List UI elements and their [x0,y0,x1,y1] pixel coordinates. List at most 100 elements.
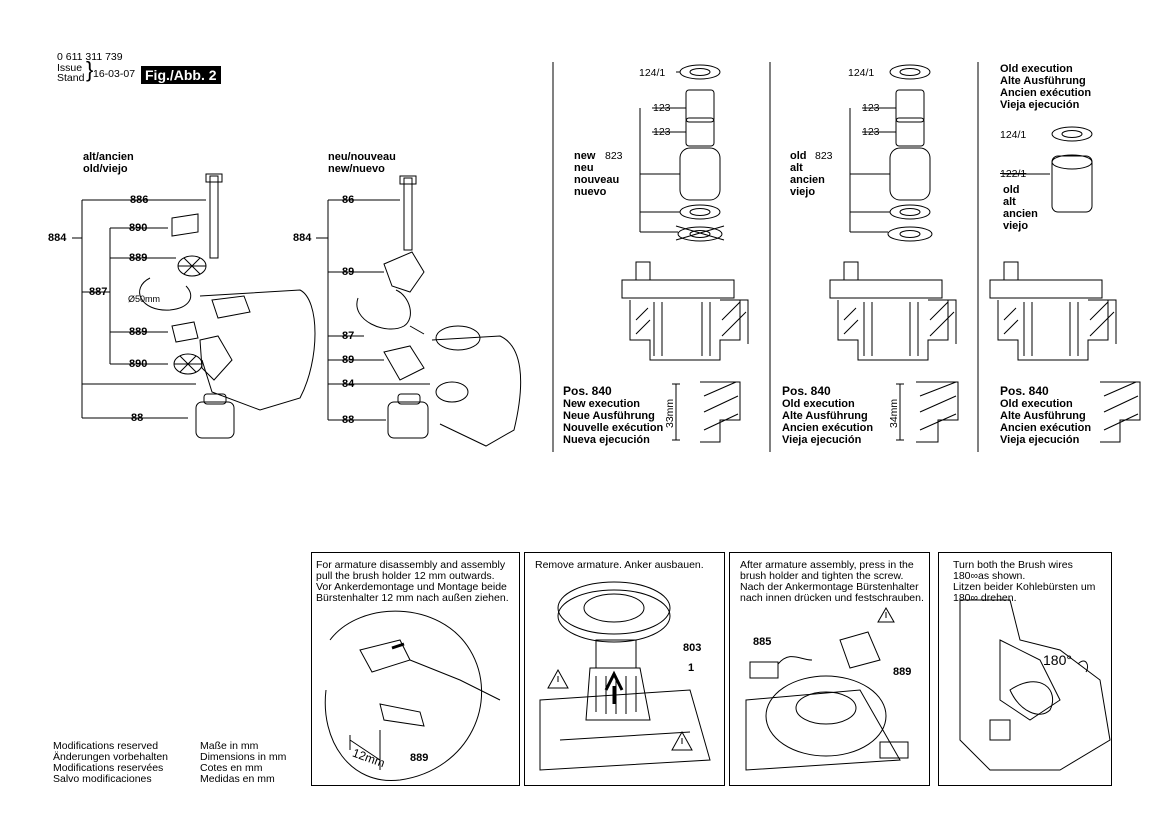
step1-line-2: Vor Ankerdemontage und Montage beide [316,581,507,593]
mod-line-2: Modifications reservées [53,762,164,774]
old-label-884: 884 [48,232,67,244]
c2-label-123a: 123 [862,102,880,114]
c3-pos: Pos. 840 [1000,384,1049,398]
c1-line-1: Neue Ausführung [563,410,655,422]
dim-line-3: Medidas en mm [200,773,275,785]
c3-state-0: old [1003,184,1020,196]
step3-line-0: After armature assembly, press in the [740,559,914,571]
stand-label: Stand [57,72,85,84]
step4-line-3: 180∞ drehen. [953,592,1017,604]
new-label-88: 88 [342,414,355,426]
old-label-diameter: Ø50mm [128,294,161,304]
step4-line-1: 180∞as shown. [953,570,1026,582]
c1-line-0: New execution [563,398,641,410]
c2-state-2: ancien [790,174,825,186]
c2-line-3: Vieja ejecución [782,434,862,446]
old-title-1: alt/ancien [83,151,134,163]
step4-label-180: 180° [1043,652,1072,668]
step-panel-1: For armature disassembly and assembly pu… [311,552,520,786]
c3-line-2: Ancien exécution [1000,422,1092,434]
c2-state-3: viejo [790,186,816,198]
c2-label-123b: 123 [862,126,880,138]
new-title-1: neu/nouveau [328,151,396,163]
c3-line-0: Old execution [1000,398,1073,410]
c2-state-1: alt [790,162,803,174]
c1-state-3: nuevo [574,186,607,198]
c1-label-123a: 123 [653,102,671,114]
old-label-890b: 890 [129,358,148,370]
c1-line-2: Nouvelle exécution [563,422,664,434]
c2-line-1: Alte Ausführung [782,410,868,422]
step1-line-1: pull the brush holder 12 mm outwards. [316,570,495,582]
old-title-2: old/viejo [83,163,128,175]
c3-head-2: Ancien exécution [1000,87,1092,99]
c3-line-3: Vieja ejecución [1000,434,1080,446]
step4-line-2: Litzen beider Kohlebürsten um [953,581,1096,593]
c1-label-123b: 123 [653,126,671,138]
old-label-890: 890 [129,222,148,234]
c3-head-0: Old execution [1000,63,1073,75]
c2-dimension: 34mm [888,398,900,428]
c1-line-3: Nueva ejecución [563,434,650,446]
dim-line-2: Cotes en mm [200,762,263,774]
old-label-889b: 889 [129,326,148,338]
c1-dimension: 33mm [664,398,676,428]
old-label-887: 887 [89,286,108,298]
c2-label-124-1: 124/1 [848,67,875,79]
step3-label-889: 889 [893,666,912,678]
new-label-884: 884 [293,232,312,244]
step1-line-3: Bürstenhalter 12 mm nach außen ziehen. [316,592,509,604]
c2-label-823: 823 [815,150,833,162]
dim-line-0: Maße in mm [200,740,259,752]
old-label-88: 88 [131,412,144,424]
c3-head-1: Alte Ausführung [1000,75,1086,87]
part-number: 0 611 311 739 [57,51,123,63]
step-panel-2: Remove armature. Anker ausbauen. [524,552,725,786]
brace-glyph: } [86,57,94,82]
new-label-89: 89 [342,266,355,278]
figure-title: Fig./Abb. 2 [141,66,221,84]
step3-line-1: brush holder and tighten the screw. [740,570,904,582]
c1-pos: Pos. 840 [563,384,612,398]
old-label-886: 886 [130,194,149,206]
c3-head-3: Vieja ejecución [1000,99,1080,111]
step2-label-803: 803 [683,642,702,654]
c1-state-2: nouveau [574,174,620,186]
new-label-89b: 89 [342,354,355,366]
step-panel-3: After armature assembly, press in the br… [729,552,930,786]
step4-line-0: Turn both the Brush wires [953,559,1073,571]
step3-line-3: nach innen drücken und festschrauben. [740,592,924,604]
c2-state-0: old [790,150,807,162]
c3-state-3: viejo [1003,220,1029,232]
c3-line-1: Alte Ausführung [1000,410,1086,422]
mod-line-0: Modifications reserved [53,740,159,752]
step1-line-0: For armature disassembly and assembly [316,559,506,571]
c2-line-2: Ancien exécution [782,422,874,434]
new-label-86: 86 [342,194,355,206]
step3-line-2: Nach der Ankermontage Bürstenhalter [740,581,919,593]
old-label-889: 889 [129,252,148,264]
c2-line-0: Old execution [782,398,855,410]
c1-label-823: 823 [605,150,623,162]
c3-label-124-1: 124/1 [1000,129,1027,141]
step2-label-1: 1 [688,662,695,674]
issue-label: Issue [57,62,83,74]
new-label-87: 87 [342,330,355,342]
new-label-84: 84 [342,378,355,390]
mod-line-1: Änderungen vorbehalten [53,751,169,763]
c3-state-2: ancien [1003,208,1038,220]
new-title-2: new/nuevo [328,163,385,175]
mod-line-3: Salvo modificaciones [53,773,152,785]
issue-date: 16-03-07 [93,68,136,80]
step2-line-0: Remove armature. Anker ausbauen. [535,559,704,571]
step3-label-885: 885 [753,636,772,648]
c1-state-1: neu [574,162,594,174]
c1-label-124-1: 124/1 [639,67,666,79]
footer-dimensions: Maße in mm Dimensions in mm Cotes en mm … [200,741,286,785]
step1-label-889: 889 [410,752,429,764]
c1-state-0: new [574,150,596,162]
c3-state-1: alt [1003,196,1016,208]
step-panel-4: Turn both the Brush wires 180∞as shown. … [938,552,1112,786]
dim-line-1: Dimensions in mm [200,751,287,763]
